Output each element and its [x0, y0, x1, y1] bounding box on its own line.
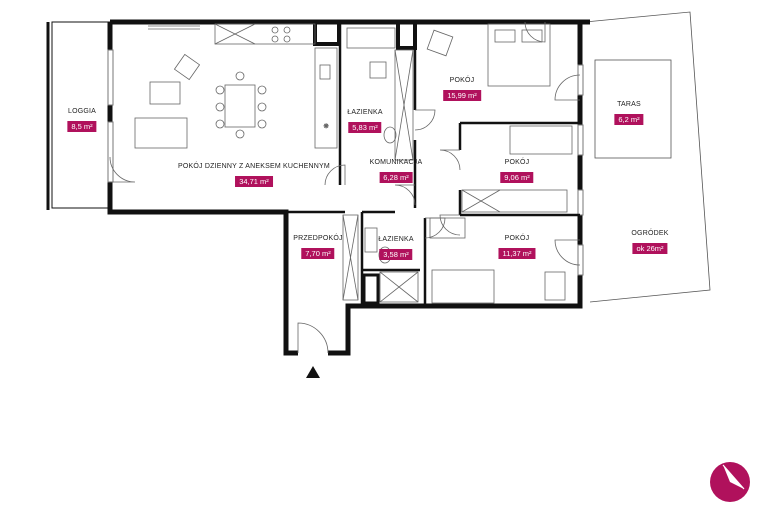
- bedroom-1-furniture: [426, 23, 551, 87]
- bathroom-1-fixtures: [346, 27, 414, 161]
- compass-icon: [710, 462, 750, 502]
- room-name: LOGGIA: [67, 108, 97, 115]
- entry-storage: [342, 214, 359, 301]
- room-label-bedroom-2: POKÓJ 9,06 m²: [500, 158, 534, 185]
- room-label-garden: OGRÓDEK ok 26m²: [631, 229, 668, 256]
- room-area-badge: 3,58 m²: [379, 249, 413, 260]
- room-label-bathroom-1: ŁAZIENKA 5,83 m²: [347, 108, 383, 135]
- room-name: ŁAZIENKA: [378, 236, 414, 243]
- room-area-badge: 8,5 m²: [67, 121, 97, 132]
- room-label-loggia: LOGGIA 8,5 m²: [67, 107, 97, 134]
- room-name: POKÓJ: [504, 159, 530, 166]
- room-area-badge: 6,28 m²: [379, 172, 413, 183]
- room-name: POKÓJ DZIENNY Z ANEKSEM KUCHENNYM: [178, 163, 330, 170]
- room-label-living: POKÓJ DZIENNY Z ANEKSEM KUCHENNYM 34,71 …: [178, 162, 330, 189]
- room-area-badge: 15,99 m²: [443, 90, 481, 101]
- room-label-hall: KOMUNIKACJA 6,28 m²: [370, 158, 423, 185]
- room-label-entry: PRZEDPOKÓJ 7,70 m²: [293, 234, 343, 261]
- room-area-badge: ok 26m²: [632, 243, 668, 254]
- living-furniture: [134, 53, 267, 149]
- kitchen: ✳: [148, 23, 338, 149]
- room-area-badge: 34,71 m²: [235, 176, 273, 187]
- room-name: PRZEDPOKÓJ: [293, 235, 343, 242]
- room-label-bathroom-2: ŁAZIENKA 3,58 m²: [378, 235, 414, 262]
- room-name: POKÓJ: [504, 235, 530, 242]
- room-name: POKÓJ: [449, 77, 475, 84]
- room-label-bedroom-1: POKÓJ 15,99 m²: [443, 76, 481, 103]
- room-name: OGRÓDEK: [631, 230, 669, 237]
- room-area-badge: 9,06 m²: [500, 172, 534, 183]
- room-label-bedroom-3: POKÓJ 11,37 m²: [498, 234, 536, 261]
- room-area-badge: 11,37 m²: [498, 248, 536, 259]
- svg-text:✳: ✳: [323, 123, 328, 130]
- loggia-area: [46, 21, 110, 210]
- room-area-badge: 6,2 m²: [614, 114, 644, 125]
- windows: [107, 49, 584, 276]
- room-name: ŁAZIENKA: [347, 109, 383, 116]
- room-label-terrace: TARAS 6,2 m²: [614, 100, 644, 127]
- room-area-badge: 5,83 m²: [348, 122, 382, 133]
- doors: [109, 21, 581, 354]
- room-area-badge: 7,70 m²: [301, 248, 335, 259]
- terrace-garden-area: [584, 11, 711, 303]
- bedroom-2-furniture: [461, 125, 573, 213]
- room-name: TARAS: [617, 101, 641, 108]
- room-name: KOMUNIKACJA: [369, 159, 423, 166]
- bedroom-3-furniture: [429, 217, 566, 304]
- entrance-arrow-icon: [306, 366, 320, 378]
- interior-walls: [286, 20, 580, 306]
